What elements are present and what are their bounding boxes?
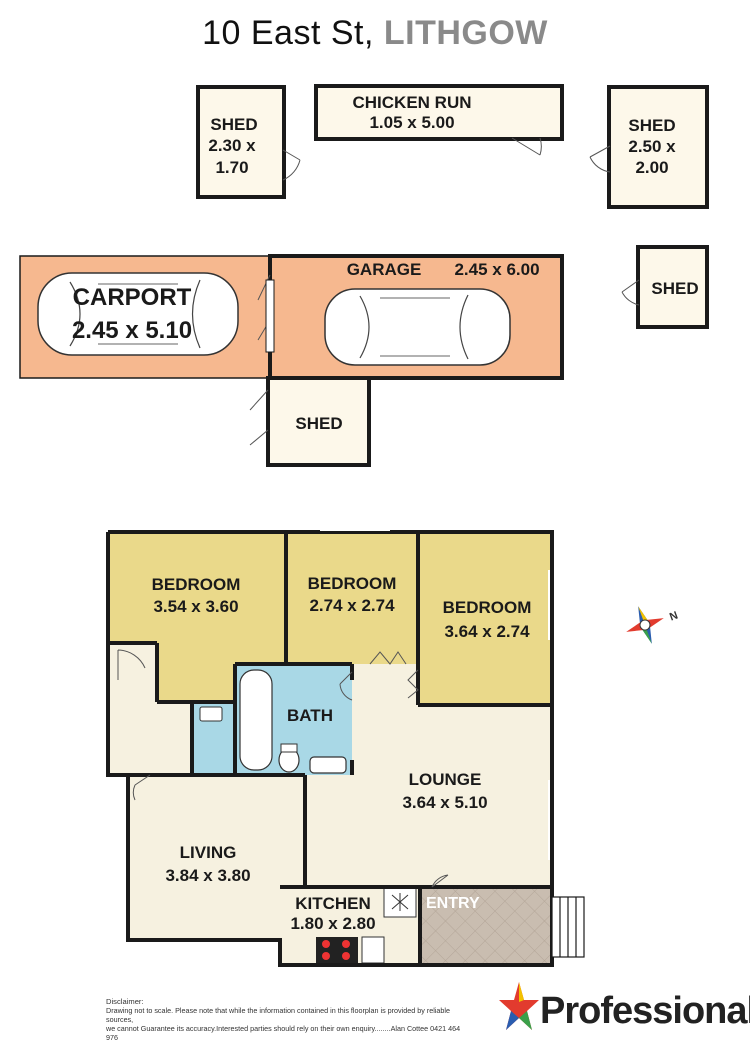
bedroom-1 (108, 532, 286, 702)
bath-label: BATH (287, 706, 333, 725)
disclaimer: Disclaimer: Drawing not to scale. Please… (106, 997, 466, 1042)
title-suburb: LITHGOW (383, 14, 548, 52)
shed-1-label: SHED (210, 115, 257, 134)
bedroom-3-dim: 3.64 x 2.74 (444, 622, 530, 641)
lounge-floor (305, 664, 552, 887)
basin-icon (309, 756, 347, 774)
lounge-label: LOUNGE (409, 770, 482, 789)
garage-opening (265, 279, 275, 353)
chicken-run (314, 84, 564, 141)
disclaimer-line-2: we cannot Guarantee its accuracy.Interes… (106, 1024, 461, 1042)
sink-icon (361, 936, 385, 964)
toilet-tank-icon (280, 743, 298, 753)
wc-basin-icon (199, 706, 223, 722)
bedroom-3-label: BEDROOM (443, 598, 532, 617)
disclaimer-line-1: Drawing not to scale. Please note that w… (106, 1006, 450, 1024)
bedroom-2 (286, 532, 418, 664)
door-swings (117, 649, 449, 888)
door-swing (589, 145, 611, 173)
compass-icon: N (626, 606, 680, 644)
bedroom-2-dim: 2.74 x 2.74 (309, 596, 395, 615)
chicken-run-label: CHICKEN RUN (353, 93, 472, 112)
shed-1-dim2: 1.70 (215, 158, 248, 177)
carport-dim: 2.45 x 5.10 (72, 317, 192, 344)
shed-3-label: SHED (651, 279, 698, 298)
shed-2-label: SHED (628, 116, 675, 135)
brand-name: Professionals (540, 990, 750, 1032)
svg-text:N: N (668, 610, 680, 624)
living-dim: 3.84 x 3.80 (165, 866, 250, 885)
door-swing (621, 279, 640, 306)
entry-label: ENTRY (426, 895, 480, 912)
walls (106, 530, 554, 967)
car-icon (37, 272, 239, 356)
door-swing (511, 137, 542, 156)
carport-label: CARPORT (73, 284, 192, 311)
shed-2-dim: 2.50 x (628, 137, 676, 156)
shed-4 (266, 376, 371, 467)
door-swing (249, 389, 269, 446)
shed-1 (196, 85, 286, 199)
shed-4-label: SHED (295, 414, 342, 433)
garage-label: GARAGE (347, 260, 422, 279)
shed-3 (636, 245, 709, 329)
disclaimer-heading: Disclaimer: (106, 997, 144, 1006)
bedroom-1-dim: 3.54 x 3.60 (153, 597, 238, 616)
bedroom-1-label: BEDROOM (152, 575, 241, 594)
kitchen-dim: 1.80 x 2.80 (290, 914, 375, 933)
title-street: 10 East St, (202, 14, 374, 52)
living-label: LIVING (180, 843, 237, 862)
shed-2-dim2: 2.00 (635, 158, 668, 177)
bedroom-2-label: BEDROOM (308, 574, 397, 593)
page-title: 10 East St, LITHGOW (0, 14, 750, 53)
star-logo-icon (499, 982, 539, 1030)
entry-steps (551, 896, 585, 958)
chicken-run-dim: 1.05 x 5.00 (369, 113, 454, 132)
hall-floor (108, 643, 192, 775)
living-floor (128, 775, 305, 940)
entry-floor (420, 887, 552, 965)
door-swing (282, 149, 301, 181)
cooktop-icon (316, 937, 358, 963)
windows (104, 529, 550, 900)
bathtub-icon (239, 669, 273, 771)
garage-dim: 2.45 x 6.00 (454, 260, 539, 279)
bedroom-3 (418, 532, 552, 705)
lounge-dim: 3.64 x 5.10 (402, 793, 487, 812)
kitchen-label: KITCHEN (295, 894, 371, 913)
shed-1-dim: 2.30 x (208, 136, 256, 155)
car-icon (324, 288, 511, 366)
exhaust-icon (391, 893, 409, 911)
